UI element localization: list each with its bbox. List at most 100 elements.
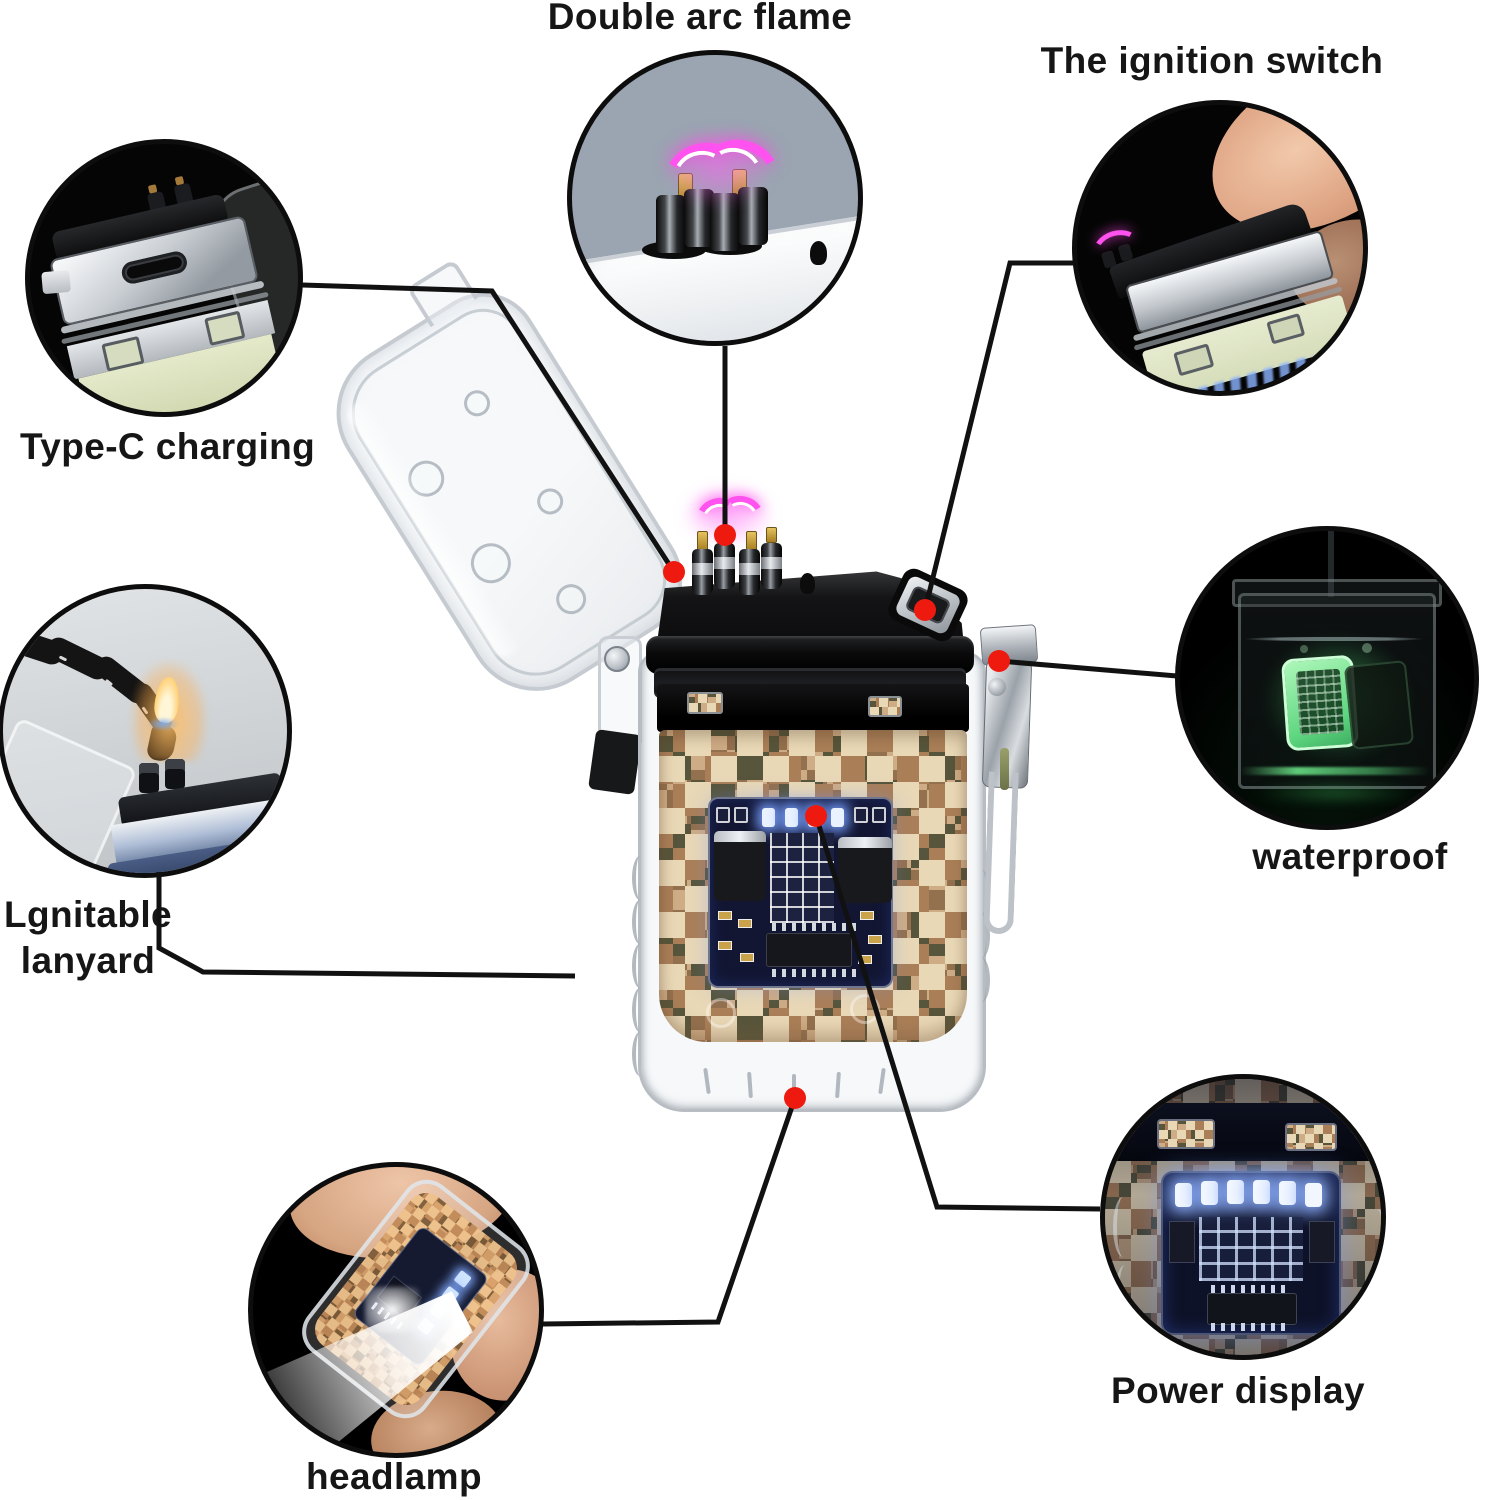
led-window xyxy=(868,696,902,717)
callout-waterproof xyxy=(1175,526,1479,830)
label-power-display: Power display xyxy=(1110,1370,1365,1411)
green-reflection xyxy=(1240,767,1430,775)
power-led xyxy=(1279,1181,1296,1205)
resistor xyxy=(858,955,872,964)
case-rib xyxy=(632,944,648,988)
power-led xyxy=(1253,1180,1270,1204)
electrode xyxy=(714,543,735,589)
label-ignitable-lanyard: Lgnitable lanyard xyxy=(0,892,188,984)
electrode xyxy=(761,543,782,589)
component-grid xyxy=(770,833,834,923)
battery-led xyxy=(808,808,821,827)
inner-screw-boss xyxy=(706,998,736,1028)
callout-power-display xyxy=(1100,1074,1386,1360)
mosfet xyxy=(1169,1221,1195,1263)
top-cap-flange xyxy=(646,636,974,674)
electrode-post xyxy=(746,531,757,551)
mosfet xyxy=(1309,1221,1335,1263)
callout-headlamp xyxy=(248,1162,544,1458)
electrode-band xyxy=(739,562,760,575)
battery-led xyxy=(762,808,775,827)
blue-led xyxy=(453,1269,472,1289)
electrode-band xyxy=(692,562,713,575)
power-led xyxy=(1305,1183,1322,1207)
case-bottom-rib xyxy=(792,1074,796,1100)
ic-pins xyxy=(772,969,856,977)
clip-pin xyxy=(1000,748,1009,790)
mosfet xyxy=(714,831,766,901)
resistor xyxy=(718,911,732,920)
label-type-c-charging: Type-C charging xyxy=(20,426,316,467)
battery-led xyxy=(785,808,798,827)
resistor xyxy=(718,941,732,950)
ic-pins xyxy=(772,923,856,931)
mosfet xyxy=(838,837,892,903)
callout-double-arc-flame xyxy=(567,50,863,346)
inner-screw-boss xyxy=(850,994,880,1024)
electrode xyxy=(739,549,760,595)
ic-chip xyxy=(1207,1293,1297,1325)
light-beam-core xyxy=(365,1287,419,1333)
electrode xyxy=(139,763,159,793)
electrode-band xyxy=(714,556,735,569)
green-reflection-soft xyxy=(1250,785,1420,801)
flame-blue-base xyxy=(147,717,179,731)
mosfet-tab xyxy=(714,831,766,842)
power-led xyxy=(1227,1180,1244,1204)
lighter-angled xyxy=(1088,193,1363,391)
cap-button-nub xyxy=(810,241,827,265)
electrode-post xyxy=(719,527,730,543)
case-rib xyxy=(632,988,648,1032)
latch-tab xyxy=(41,269,71,295)
electrode-post xyxy=(766,527,777,543)
hinge-screw xyxy=(604,646,630,672)
callout-ignition-switch xyxy=(1072,100,1368,396)
clip-wire-loop xyxy=(983,771,1019,935)
label-ignitable-lanyard-line1: Lgnitable xyxy=(3,894,173,935)
board-pad xyxy=(872,807,886,823)
component-grid xyxy=(1199,1217,1303,1281)
case-rib xyxy=(632,1032,648,1076)
board-pad xyxy=(734,807,748,823)
led-window xyxy=(1285,1123,1337,1151)
mosfet-tab xyxy=(838,837,892,848)
case-rib xyxy=(1113,1197,1133,1257)
case-rib xyxy=(632,856,648,900)
cap-button-nub xyxy=(800,573,815,594)
case-rib xyxy=(1115,1265,1135,1325)
resistor xyxy=(738,919,752,928)
power-led xyxy=(1201,1181,1218,1205)
hanging-cord xyxy=(1328,531,1334,597)
electrode-post xyxy=(697,531,708,551)
label-headlamp: headlamp xyxy=(306,1456,482,1497)
upper-band xyxy=(1105,1103,1381,1161)
board-pad xyxy=(716,807,730,823)
label-ignition-switch: The ignition switch xyxy=(1040,40,1384,81)
ic-chip xyxy=(766,933,852,967)
led-window xyxy=(1157,1119,1215,1149)
resistor xyxy=(860,911,874,920)
resistor xyxy=(740,953,754,962)
circuit-board xyxy=(1161,1171,1341,1335)
label-double-arc-flame: Double arc flame xyxy=(547,0,853,37)
lighter-angled xyxy=(33,175,298,412)
case-rib xyxy=(974,958,990,1002)
battery-led xyxy=(831,808,844,827)
led-window xyxy=(687,692,723,714)
circuit-board xyxy=(708,797,893,988)
callout-type-c-charging xyxy=(25,139,303,417)
power-led xyxy=(1175,1183,1192,1207)
electrode-band xyxy=(761,556,782,569)
lighter-dark-side xyxy=(1343,659,1415,751)
bubble xyxy=(1362,643,1372,653)
clip-screw xyxy=(988,678,1006,696)
label-ignitable-lanyard-line2: lanyard xyxy=(20,940,156,981)
callout-ignitable-lanyard xyxy=(0,584,292,878)
electrode xyxy=(165,759,185,789)
resistor xyxy=(868,935,882,944)
ic-pins xyxy=(1211,1285,1291,1293)
board-pad xyxy=(854,807,868,823)
label-waterproof: waterproof xyxy=(1252,836,1448,877)
ic-pins xyxy=(1211,1323,1291,1331)
